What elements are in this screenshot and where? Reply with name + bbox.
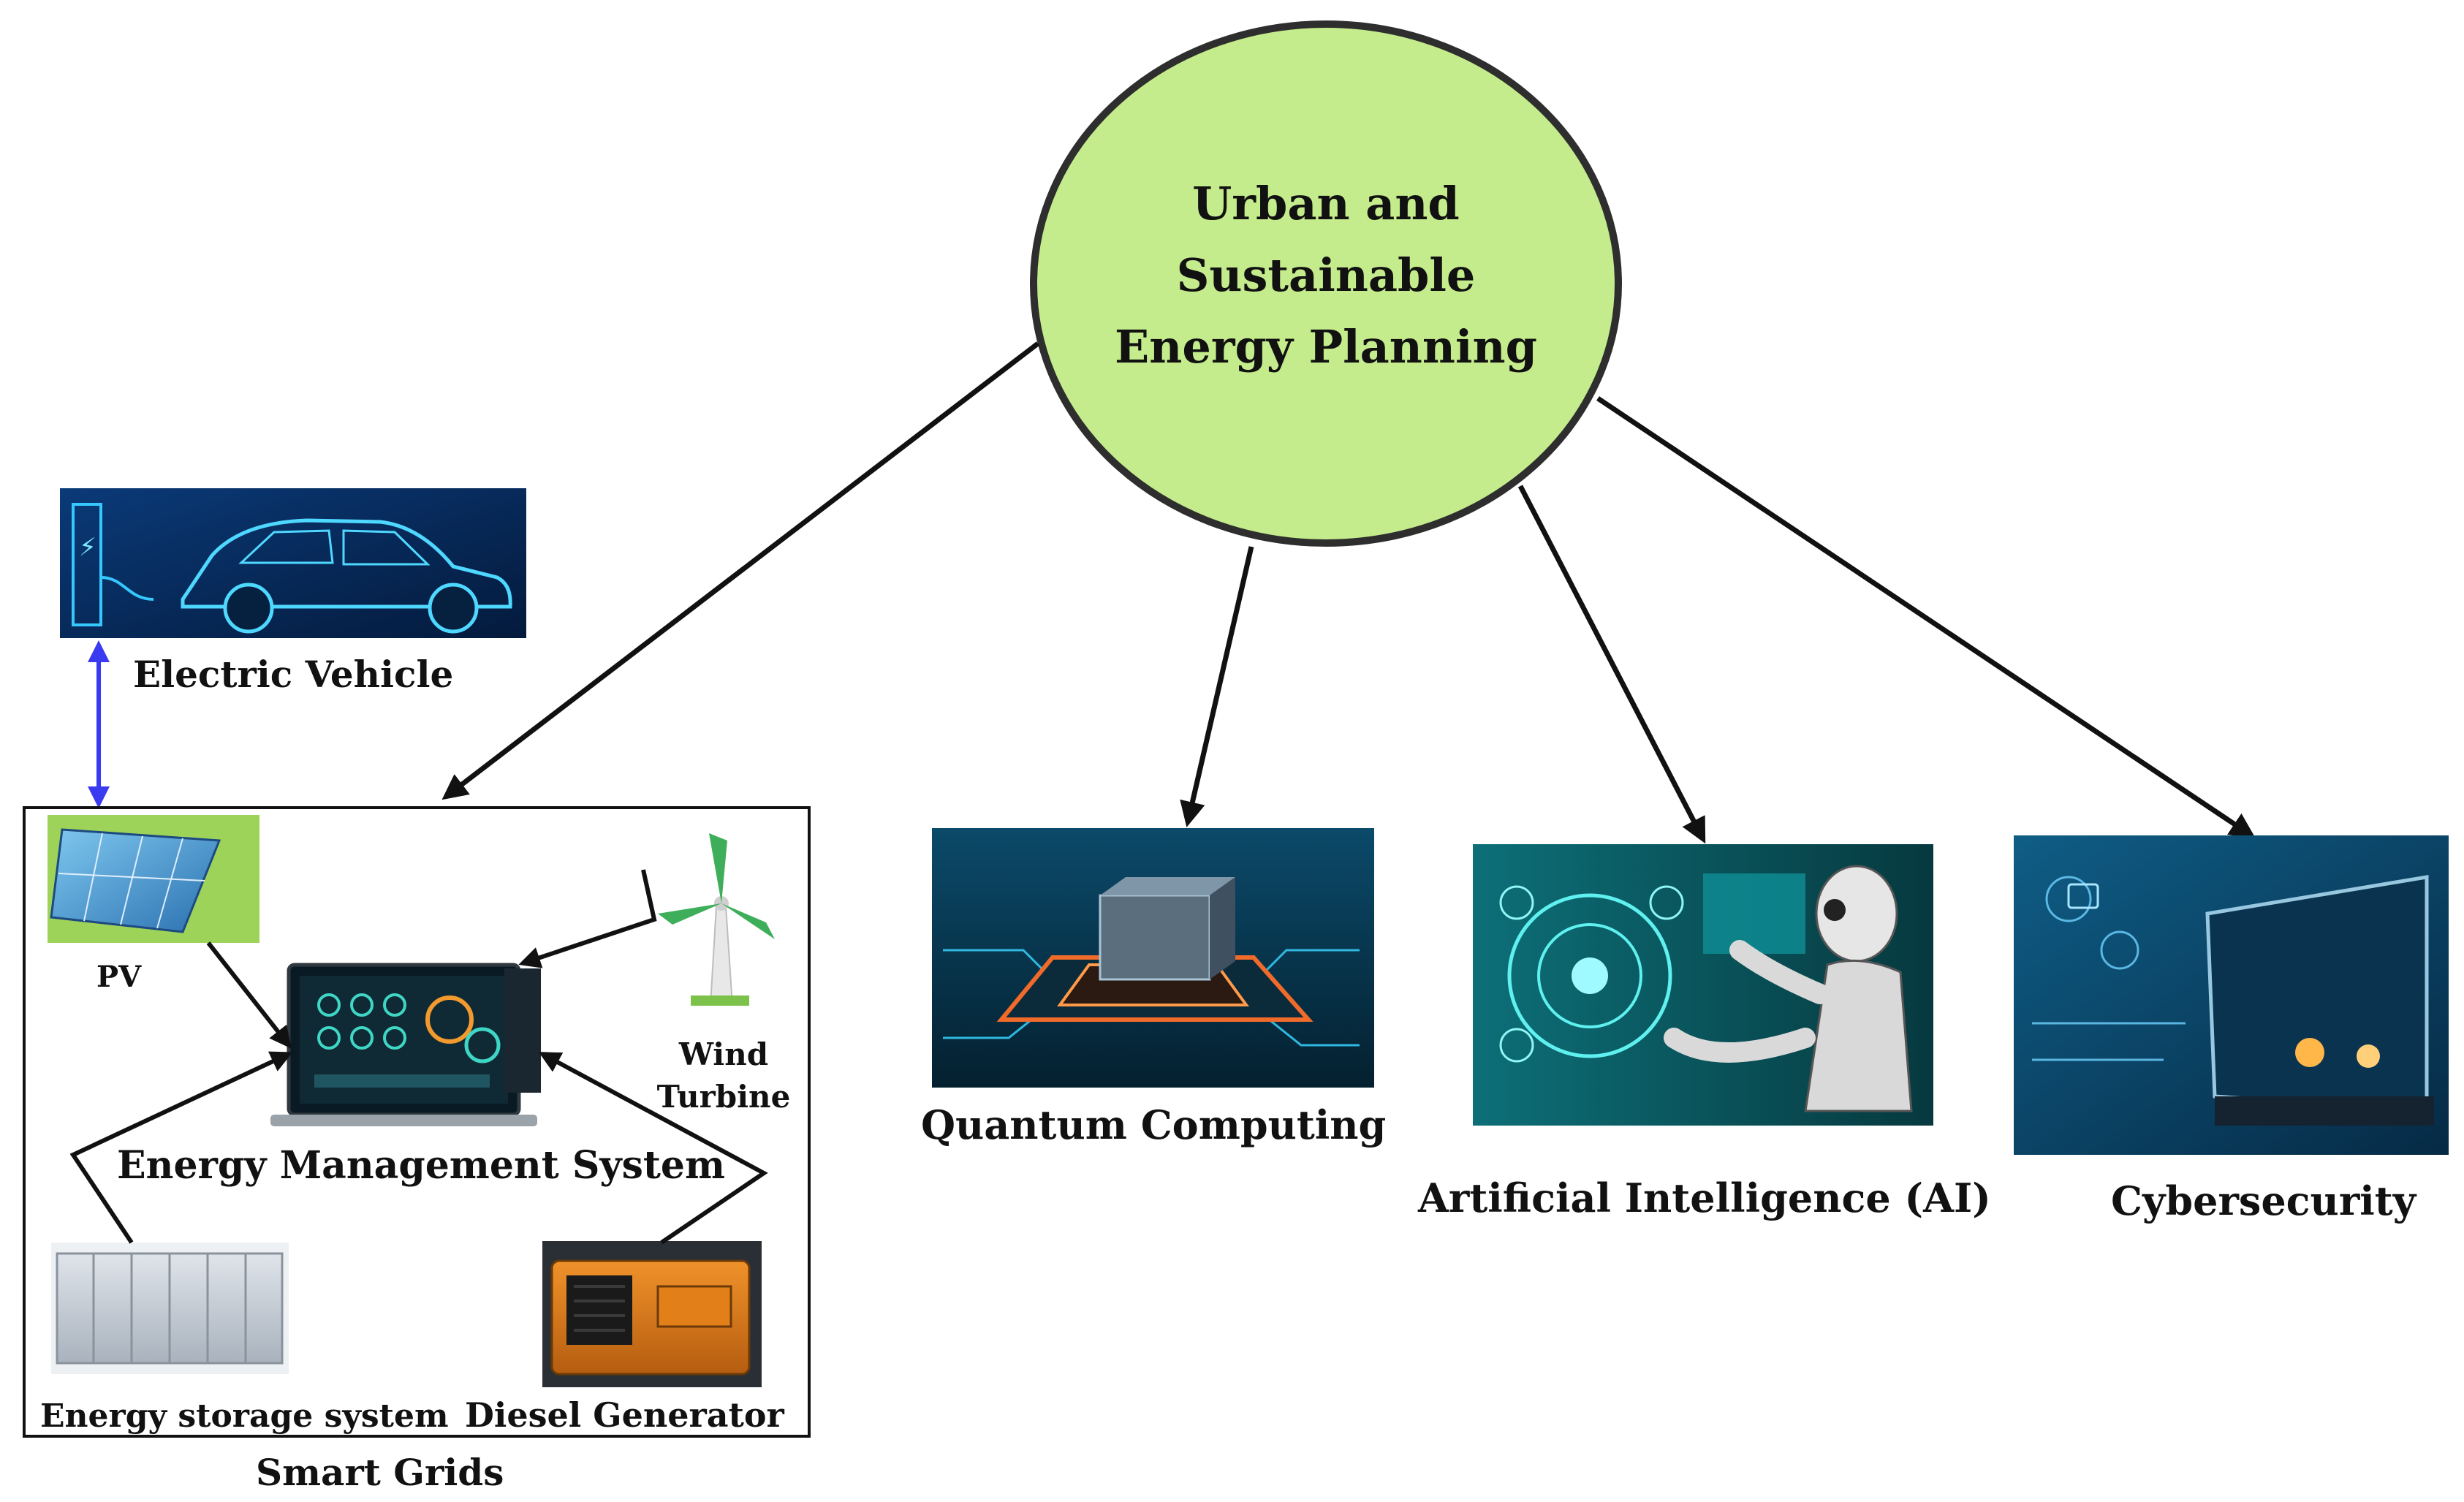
energy-storage-image <box>51 1243 289 1374</box>
quantum-computing-image <box>932 828 1374 1088</box>
central-node-circle <box>1030 20 1622 547</box>
lock-icon <box>2067 883 2099 909</box>
central-node-line-1: Urban and <box>1192 177 1460 230</box>
pv-label: PV <box>96 960 142 994</box>
smart-grids-box <box>23 806 811 1438</box>
cybersecurity-label: Cybersecurity <box>2111 1177 2417 1224</box>
central-node-line-3: Energy Planning <box>1115 320 1537 373</box>
wind-turbine-label-line-2: Turbine <box>657 1079 791 1115</box>
arrow-pv-to-ems <box>206 941 292 1049</box>
smart-grids-label: Smart Grids <box>256 1451 504 1494</box>
smart-grid-internal-arrows <box>69 869 768 1245</box>
quantum-chip-icon <box>1099 894 1211 981</box>
arrow-wind-to-ems <box>518 869 657 968</box>
arrow-to-smart-grids <box>441 341 1040 800</box>
ess-label: Energy storage system <box>40 1397 449 1435</box>
arrow-to-ai <box>1517 485 1706 844</box>
ems-label: Energy Management System <box>117 1143 725 1188</box>
arrow-diesel-to-ems <box>538 1052 768 1245</box>
car-icon <box>181 518 512 609</box>
pv-panel-image <box>48 815 259 943</box>
lightning-icon: ⚡ <box>79 533 96 562</box>
central-node-line-2: Sustainable <box>1177 249 1476 302</box>
wind-turbine-label-line-1: Wind <box>678 1036 768 1072</box>
arrow-to-cybersecurity <box>1596 396 2256 838</box>
cybersecurity-image <box>2014 835 2449 1155</box>
main-arrows <box>441 341 2256 844</box>
diesel-generator-image <box>542 1241 762 1387</box>
quantum-label: Quantum Computing <box>921 1101 1386 1148</box>
wind-turbine-icon <box>658 833 775 1006</box>
energy-management-laptop-image <box>270 963 541 1126</box>
monitor-icon <box>2205 875 2429 1113</box>
central-node: Urban and Sustainable Energy Planning <box>1030 20 1622 547</box>
electric-vehicle-image: ⚡ <box>60 488 526 638</box>
ai-label: Artificial Intelligence (AI) <box>1417 1175 1991 1221</box>
ai-robot-image <box>1473 844 1933 1126</box>
arrow-to-quantum <box>1180 546 1254 827</box>
electric-vehicle-label: Electric Vehicle <box>133 653 453 696</box>
diesel-label: Diesel Generator <box>465 1395 785 1435</box>
arrow-ess-to-ems <box>69 1051 293 1244</box>
